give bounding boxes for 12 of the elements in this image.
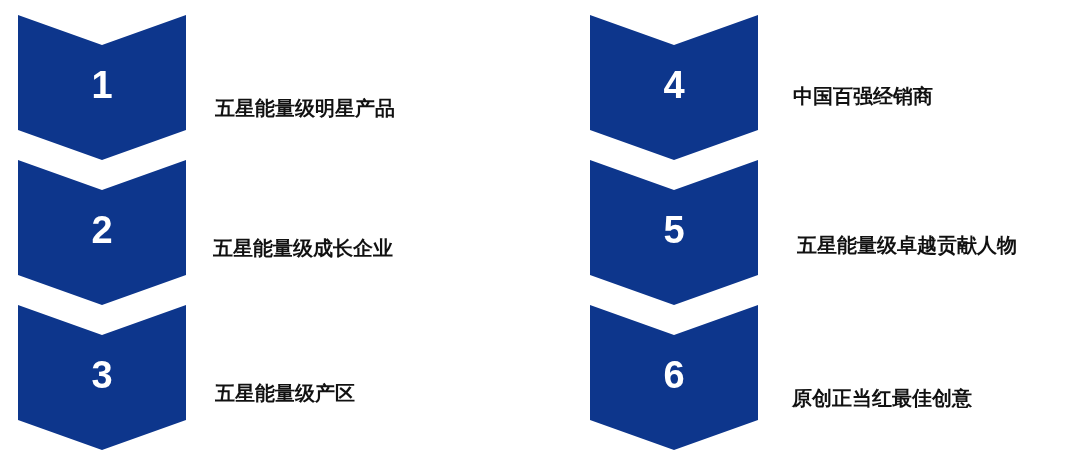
step-number: 1	[91, 63, 113, 107]
item-label: 原创正当红最佳创意	[792, 385, 972, 411]
item-label: 五星能量级产区	[215, 380, 355, 406]
item-label: 五星能量级卓越贡献人物	[797, 232, 1017, 258]
step-number: 6	[663, 353, 685, 397]
item-label: 五星能量级成长企业	[213, 235, 393, 261]
item-label: 中国百强经销商	[793, 83, 933, 109]
step-number: 3	[91, 353, 113, 397]
step-number: 5	[663, 208, 685, 252]
step-number: 4	[663, 63, 685, 107]
item-label: 五星能量级明星产品	[215, 95, 395, 121]
step-number: 2	[91, 208, 113, 252]
